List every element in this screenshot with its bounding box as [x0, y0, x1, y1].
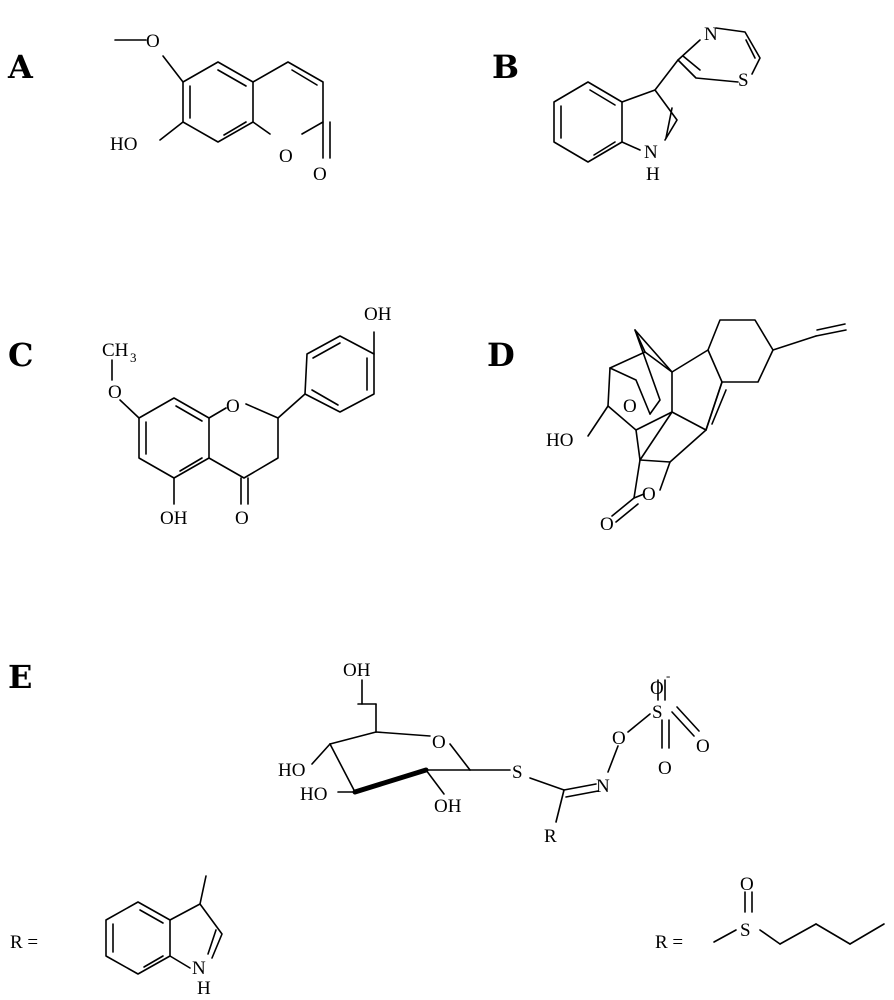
- atom-d-o-carbonyl: O: [600, 514, 614, 535]
- atom-e-n-oxime: N: [596, 776, 610, 797]
- panel-c-label: C: [8, 336, 33, 374]
- panel-e: E: [8, 658, 885, 999]
- atom-b-s-thiazole: S: [738, 70, 749, 91]
- atom-e-r-group: R: [544, 826, 557, 847]
- structure-e-bonds: [311, 679, 700, 823]
- atom-e-oh-top: OH: [343, 660, 371, 681]
- r-indole-bonds: [105, 875, 223, 975]
- r-indole-n: N: [192, 958, 206, 979]
- r-sulfinyl-o: O: [740, 874, 754, 895]
- panel-d: D O HO O: [487, 319, 847, 535]
- atom-e-s-thio: S: [512, 762, 523, 783]
- atom-e-o-ring: O: [432, 732, 446, 753]
- atom-a-o-carbonyl: O: [313, 164, 327, 185]
- structure-c-bonds: [111, 331, 375, 505]
- panel-a: A O HO O O: [7, 31, 331, 185]
- atom-e-ho-lower: HO: [300, 784, 327, 805]
- atom-c-o-ring: O: [226, 396, 240, 417]
- atom-b-h-indole: H: [646, 164, 660, 185]
- atom-e-s-sulfate: S: [652, 702, 663, 723]
- atom-b-n-indole: N: [644, 142, 658, 163]
- atom-c-hydroxyl-bottom: OH: [160, 508, 188, 529]
- atom-e-negative-charge: -: [666, 668, 670, 683]
- panel-e-label: E: [8, 658, 32, 696]
- atom-c-o-methoxy: O: [108, 382, 122, 403]
- atom-d-o-lactone: O: [642, 484, 656, 505]
- panel-b: B N S N H: [492, 24, 761, 185]
- atom-e-o-sulfate-right: O: [696, 736, 710, 757]
- panel-c: C OH CH 3 O O: [8, 304, 392, 529]
- atom-c-methyl: CH: [102, 340, 129, 361]
- r-sulfinyl-bonds: [713, 891, 885, 945]
- atom-e-o-sulfate-bottom: O: [658, 758, 672, 779]
- atom-c-o-carbonyl: O: [235, 508, 249, 529]
- atom-e-o-sulfate-top: O: [650, 678, 664, 699]
- atom-b-n-thiazole: N: [704, 24, 718, 45]
- r-group-indole: R = N H: [10, 875, 223, 999]
- panel-b-label: B: [492, 48, 519, 86]
- r-group-sulfinyl: R = S O: [655, 874, 885, 953]
- atom-d-o-bridge: O: [623, 396, 637, 417]
- atom-a-o-ring: O: [279, 146, 293, 167]
- panel-a-label: A: [7, 48, 34, 86]
- r-right-prefix: R =: [655, 932, 683, 953]
- atom-c-hydroxyl-top: OH: [364, 304, 392, 325]
- structure-d-bonds: [587, 319, 847, 523]
- structure-b-bonds: [553, 27, 761, 163]
- atom-e-ho-left: HO: [278, 760, 305, 781]
- r-indole-h: H: [197, 978, 211, 999]
- atom-c-methyl-subscript: 3: [130, 350, 137, 365]
- structure-a-bonds: [114, 39, 331, 159]
- atom-a-o-methoxy: O: [146, 31, 160, 52]
- atom-e-o-oxime: O: [612, 728, 626, 749]
- r-sulfinyl-s: S: [740, 920, 751, 941]
- atom-a-hydroxyl: HO: [110, 134, 137, 155]
- r-left-prefix: R =: [10, 932, 38, 953]
- panel-d-label: D: [487, 336, 515, 374]
- atom-e-oh-lower: OH: [434, 796, 462, 817]
- atom-d-hydroxyl: HO: [546, 430, 573, 451]
